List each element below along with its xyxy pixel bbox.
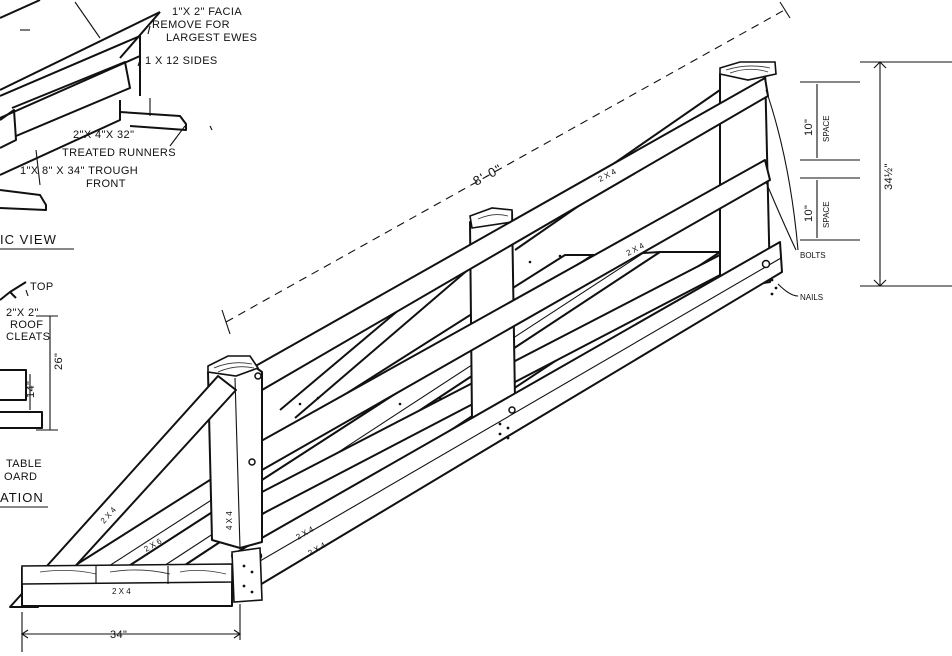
view-title: IC VIEW [0, 232, 74, 250]
dimension-width [21, 604, 241, 652]
fascia-label: 1"X 2" FACIA [172, 6, 242, 18]
largest-ewes-label: LARGEST EWES [166, 32, 257, 44]
height-label: 34½" [883, 163, 895, 190]
nails-label: NAILS [800, 293, 823, 302]
bolts-label: BOLTS [800, 251, 826, 260]
front-label: FRONT [86, 178, 126, 190]
elevation-title-text: ATION [0, 490, 44, 505]
table-label: TABLE [6, 458, 42, 470]
bolt-front-bottom-center [508, 406, 516, 414]
cleats-label: CLEATS [6, 331, 50, 343]
callout-leaders [765, 89, 799, 297]
sides-label: 1 X 12 SIDES [145, 55, 218, 67]
width-label: 34" [110, 629, 127, 641]
dimension-spaces [800, 81, 860, 241]
dimension-height [860, 61, 952, 287]
dimension-26: 26" [53, 353, 65, 370]
roof-label: ROOF [10, 319, 43, 331]
isometric-view-title: IC VIEW [0, 232, 57, 247]
space-bottom-value: 10" [803, 205, 815, 222]
space-top-value: 10" [803, 119, 815, 136]
remove-for-label: REMOVE FOR [152, 19, 230, 31]
end-elevation [0, 281, 58, 431]
length-label: 8'-0" [470, 161, 504, 189]
bolt-left-top [254, 372, 262, 380]
bolt-left-mid [248, 458, 256, 466]
elevation-title: ATION [0, 490, 48, 508]
dimension-14: 14" [25, 381, 37, 398]
cleat-size-label: 2"X 2" [6, 307, 39, 319]
dimension-length [221, 1, 791, 335]
runners-label: TREATED RUNNERS [62, 147, 176, 159]
board-label-post: 4 X 4 [225, 511, 234, 530]
runners-size-label: 2"X 4"X 32" [73, 129, 134, 141]
space-bottom-word: SPACE [822, 201, 831, 228]
feeder-panel [9, 61, 783, 608]
space-top-word: SPACE [822, 115, 831, 142]
bolt-front-bottom-right [761, 259, 771, 269]
trough-size-label: 1"X 8" X 34" TROUGH [20, 165, 138, 177]
top-label: TOP [30, 281, 54, 293]
isometric-trough-view [0, 0, 213, 211]
board-label: OARD [4, 471, 37, 483]
board-label-base: 2 X 4 [112, 587, 131, 596]
